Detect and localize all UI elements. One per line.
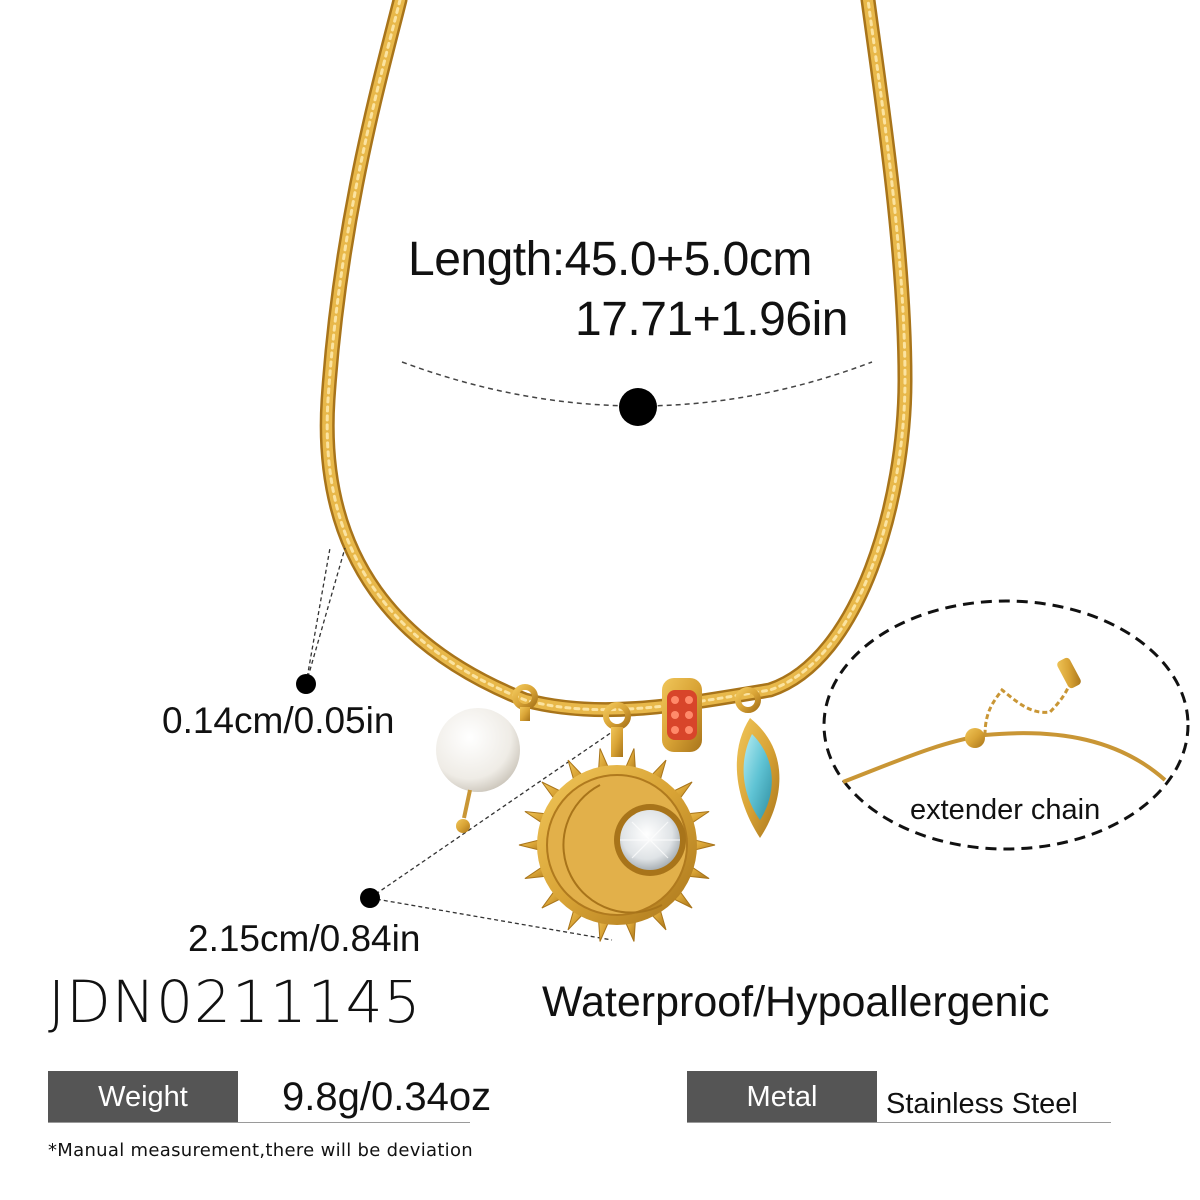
metal-value: Stainless Steel [886,1088,1078,1120]
red-crystal-bead [662,678,702,752]
blue-marquise-charm [735,687,780,838]
weight-underline [48,1122,470,1123]
weight-value: 9.8g/0.34oz [282,1075,492,1119]
extender-chain-inset [822,599,1190,851]
pendant-size-callout [360,731,613,941]
measurement-footnote: *Manual measurement,there will be deviat… [48,1140,474,1161]
length-inch-label: 17.71+1.96in [575,293,848,346]
length-marker-dot [619,388,657,426]
sun-moon-pendant [518,702,716,942]
metal-label-box: Metal [687,1071,877,1123]
weight-label-box: Weight [48,1071,238,1123]
product-sku: JDN0211145 [48,968,422,1036]
metal-underline [687,1122,1111,1123]
pendant-size-label: 2.15cm/0.84in [188,918,421,959]
length-measure-line [401,361,873,426]
length-cm-label: Length:45.0+5.0cm [408,233,812,286]
pearl-charm [436,684,538,833]
product-feature: Waterproof/Hypoallergenic [542,978,1050,1026]
chain-width-callout [296,547,346,694]
chain-width-label: 0.14cm/0.05in [162,700,395,741]
necklace-chain [319,0,913,718]
metal-label: Metal [746,1080,818,1113]
weight-label: Weight [98,1080,188,1113]
extender-chain-label: extender chain [910,794,1101,826]
